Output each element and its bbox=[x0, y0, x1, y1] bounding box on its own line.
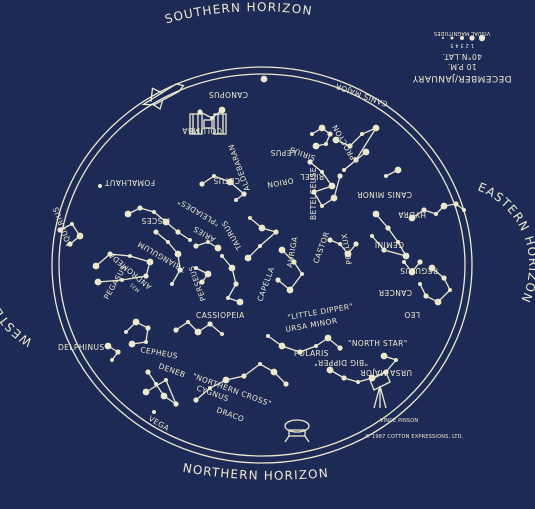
legend-title: DECEMBER/JANUARY bbox=[412, 73, 511, 83]
northern-horizon-label: NORTHERN HORIZON bbox=[182, 461, 330, 483]
constellation-pisces bbox=[124, 205, 192, 242]
label-cancer: CANCER bbox=[378, 288, 412, 297]
label-fomalhaut: FOMALHAUT bbox=[105, 178, 155, 187]
legend-scale-numbers: 1 2 3 4 5 bbox=[450, 42, 474, 48]
constellation-draco bbox=[193, 362, 289, 403]
constellation-perseus bbox=[220, 254, 244, 306]
label-triangulum: TRIANGULUM bbox=[136, 239, 188, 274]
constellation-labels: CANOPUS COLUMBA LEPUS CANIS MAJOR SIRIUS… bbox=[51, 81, 438, 433]
artist-credit: VINCE PINSON bbox=[380, 418, 418, 424]
label-canis-major: CANIS MAJOR bbox=[334, 81, 388, 108]
label-taurus: TAURUS bbox=[220, 219, 245, 252]
space-shuttle-icon bbox=[141, 83, 185, 111]
eastern-horizon-label: EASTERN HORIZON bbox=[476, 180, 535, 306]
satellite-icon bbox=[189, 113, 227, 135]
label-pleiades: "PLEIADES" bbox=[176, 197, 221, 228]
constellation-canopus bbox=[260, 75, 268, 83]
label-big-dipper: "BIG DIPPER" bbox=[314, 358, 368, 367]
southern-horizon-label: SOUTHERN HORIZON bbox=[163, 0, 313, 26]
constellation-aries bbox=[193, 240, 222, 252]
constellation-castor-pollux bbox=[327, 237, 359, 258]
label-sirius: SIRIUS bbox=[288, 145, 316, 163]
label-deneb: DENEB bbox=[157, 361, 186, 379]
label-betelgeuse: BETELGEUSE bbox=[309, 167, 318, 220]
legend-latitude: 40°N.LAT. bbox=[442, 52, 482, 61]
constellation-triangulum bbox=[194, 266, 212, 285]
label-delphinus: DELPHINUS bbox=[58, 343, 105, 352]
constellation-taurus bbox=[244, 216, 279, 262]
label-rigel: RIGEL bbox=[299, 172, 324, 181]
constellation-cassiopeia bbox=[173, 320, 224, 336]
label-pisces: PISCES bbox=[141, 216, 170, 225]
constellation-gemini bbox=[370, 210, 410, 260]
copyright-text: © 1987 COTTON EXPRESSIONS, LTD. bbox=[365, 433, 464, 440]
label-ursa-major: URSA MAJOR bbox=[360, 368, 412, 377]
constellation-columba bbox=[197, 106, 226, 120]
label-columba: COLUMBA bbox=[182, 126, 222, 135]
western-horizon-label: WESTERN HORIZON bbox=[0, 215, 35, 349]
label-castor: CASTOR bbox=[311, 230, 331, 264]
legend-time: 10 P.M. bbox=[447, 62, 476, 71]
constellation-canis-major bbox=[332, 124, 380, 172]
label-auriga: AURIGA bbox=[285, 235, 299, 268]
constellation-cepheus bbox=[124, 318, 151, 348]
constellation-ursa-major bbox=[326, 352, 398, 384]
constellation-aquarius bbox=[57, 222, 84, 247]
constellation-hydra bbox=[408, 201, 466, 222]
constellation-canis-minor bbox=[384, 166, 402, 178]
label-cassiopeia: CASSIOPEIA bbox=[196, 311, 245, 320]
constellation-lepus bbox=[310, 124, 333, 150]
label-cepheus: CEPHEUS bbox=[140, 345, 179, 360]
label-hydra: HYDRA bbox=[397, 210, 426, 219]
constellation-fomalhaut bbox=[98, 184, 102, 188]
label-north-star: "NORTH STAR" bbox=[348, 339, 408, 348]
constellation-vega bbox=[152, 410, 156, 414]
constellation-auriga bbox=[275, 246, 304, 294]
constellation-andromeda bbox=[153, 229, 183, 286]
label-lepus: LEPUS bbox=[270, 148, 296, 157]
constellation-cetus bbox=[199, 174, 247, 202]
lunar-module-icon bbox=[284, 419, 310, 443]
constellation-delphinus bbox=[104, 342, 121, 362]
legend-scale-label: VISUAL MAGNITUDES bbox=[434, 30, 491, 36]
label-polaris: POLARIS bbox=[294, 349, 329, 358]
constellations bbox=[57, 75, 466, 414]
horizon-ellipse bbox=[51, 66, 473, 464]
constellation-cancer bbox=[402, 259, 423, 276]
constellation-orion bbox=[307, 159, 343, 208]
constellation-cygnus bbox=[142, 369, 179, 407]
label-canis-minor: CANIS MINOR bbox=[357, 190, 412, 199]
label-canopus: CANOPUS bbox=[209, 90, 248, 99]
legend: DECEMBER/JANUARY 10 P.M. 40°N.LAT. VISUA… bbox=[412, 30, 511, 83]
label-draco: DRACO bbox=[215, 405, 245, 423]
label-leo: LEO bbox=[404, 310, 420, 319]
label-capella: CAPELLA bbox=[255, 265, 276, 302]
constellation-pegasus bbox=[92, 251, 154, 286]
label-gemini: GEMINI bbox=[375, 240, 404, 249]
label-andromeda-galaxy: M31 bbox=[129, 281, 141, 293]
label-perseus: PERSEUS bbox=[187, 265, 208, 303]
label-regulus: REGULUS bbox=[400, 266, 438, 275]
constellation-leo bbox=[418, 264, 452, 306]
label-aquarius: AQUARIUS bbox=[51, 205, 74, 248]
label-orion: ORION bbox=[266, 176, 294, 190]
label-cetus: CETUS bbox=[213, 176, 240, 185]
constellation-ursa-minor bbox=[266, 334, 343, 355]
